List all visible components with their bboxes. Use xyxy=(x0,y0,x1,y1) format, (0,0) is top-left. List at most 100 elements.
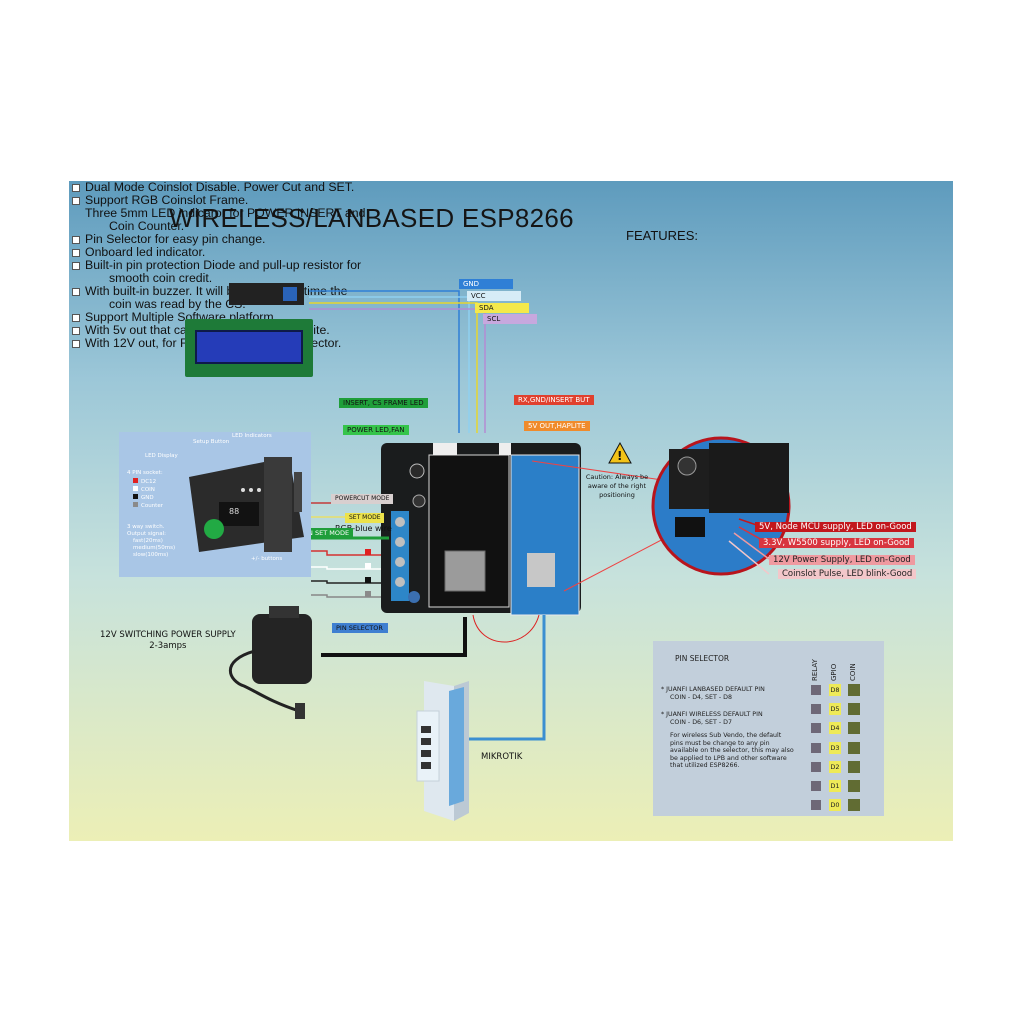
coin-pin-box xyxy=(848,799,860,812)
gpio-pin-label: D8 xyxy=(829,684,841,696)
jst-connector xyxy=(433,443,457,455)
feature-item: Pin Selector for easy pin change. xyxy=(69,233,409,246)
note-lanbased-line2: COIN - D4, SET - D8 xyxy=(670,694,733,701)
coin-pin-box xyxy=(848,703,860,716)
gpio-column-header: GPIO xyxy=(830,663,838,681)
zoom-label-3v3: 3.3V, W5500 supply, LED on-Good xyxy=(759,538,914,548)
relay-pin-box xyxy=(811,704,821,715)
note-lanbased-line1: * JUANFI LANBASED DEFAULT PIN xyxy=(661,686,765,693)
sda-wire xyxy=(309,302,478,433)
jst-connector-2 xyxy=(499,443,511,455)
gpio-pin-label: D2 xyxy=(829,760,841,773)
relay-column-header: RELAY xyxy=(811,659,819,681)
power-supply-line1: 12V SWITCHING POWER SUPPLY xyxy=(100,630,236,640)
pin-selector-jumper xyxy=(408,591,420,603)
note-sub-vendo-line3: available on the selector, this may also xyxy=(670,747,794,754)
esp8266-chip xyxy=(444,550,486,592)
gpio-pin-label: D1 xyxy=(829,780,841,792)
led-display-label: LED Display xyxy=(145,453,178,459)
power-supply-line2: 2-3amps xyxy=(149,641,187,651)
lcd-screen xyxy=(195,330,303,364)
feature-item: Onboard led indicator. xyxy=(69,246,409,259)
plus-minus-buttons-label: +/- buttons xyxy=(251,556,283,562)
zoom-label-5v: 5V, Node MCU supply, LED on-Good xyxy=(755,522,916,532)
feature-item: smooth coin credit. xyxy=(109,271,213,285)
pin-selector-tag: PIN SELECTOR xyxy=(332,623,388,633)
power-led-fan-tag: POWER LED,FAN xyxy=(343,425,409,435)
terminal-block xyxy=(391,511,409,601)
pin-selector-heading: PIN SELECTOR xyxy=(675,654,730,663)
socket-heading: 4 PIN socket: xyxy=(127,470,163,476)
capacitor xyxy=(412,494,426,508)
relay-pin-box xyxy=(811,723,821,734)
setup-button-label: Setup Button xyxy=(193,439,230,445)
gnd-wire xyxy=(309,290,460,433)
gpio-pin-label: D3 xyxy=(829,741,841,754)
gnd-tag: GND xyxy=(459,279,513,289)
features-heading: FEATURES: xyxy=(626,228,698,243)
feature-item: Dual Mode Coinslot Disable. Power Cut an… xyxy=(69,181,409,194)
note-sub-vendo-line2: pins must be change to any pin xyxy=(670,739,770,747)
powercut-mode-tag: POWERCUT MODE xyxy=(331,494,394,504)
socket-pin-counter: Counter xyxy=(133,502,163,510)
relay-pin-box xyxy=(811,781,821,791)
note-wireless-line1: * JUANFI WIRELESS DEFAULT PIN xyxy=(661,711,763,718)
note-sub-vendo-line1: For wireless Sub Vendo, the default xyxy=(670,732,782,739)
feature-item: Coin Counter. xyxy=(109,219,185,233)
coin-pin-box xyxy=(848,741,860,754)
zoom-label-coinslot: Coinslot Pulse, LED blink-Good xyxy=(778,569,917,579)
caution-icon xyxy=(608,441,632,464)
gpio-pin-label: D4 xyxy=(829,722,841,735)
feature-item: Support RGB Coinslot Frame. xyxy=(69,194,409,207)
switch-option-medium: medium(50ms) xyxy=(133,545,176,551)
note-sub-vendo-line5: that utilized ESP8266. xyxy=(670,762,740,769)
socket-pin-coin: COIN xyxy=(133,486,155,494)
switch-option-slow: slow(100ms) xyxy=(133,552,169,558)
socket-pin-dc12: DC12 xyxy=(133,478,156,486)
mikrotik-router xyxy=(416,681,469,821)
insert-cs-frame-led-tag: INSERT, CS FRAME LED xyxy=(339,398,428,408)
scl-tag: SCL xyxy=(483,314,537,324)
vcc-tag: VCC xyxy=(467,291,521,301)
5v-out-haplite-tag: 5V OUT,HAPLITE xyxy=(524,421,590,431)
coin-pin-box xyxy=(848,760,860,773)
power-cable xyxy=(321,617,467,657)
switch-option-fast: fast(20ms) xyxy=(133,538,163,544)
contrast-pot xyxy=(283,287,297,301)
zoom-label-12v: 12V Power Supply, LED on-Good xyxy=(769,555,915,565)
coin-pin-box xyxy=(848,780,860,792)
gpio-pin-label: D0 xyxy=(829,799,841,812)
note-sub-vendo-line4: be applied to LPB and other software xyxy=(670,754,787,762)
coin-pin-box xyxy=(848,684,860,696)
led-display-readout: 88 xyxy=(229,507,240,516)
note-wireless-line2: COIN - D6, SET - D7 xyxy=(670,719,733,726)
wiring-diagram: ! xyxy=(185,283,791,821)
caution-text: Caution: Always be aware of the right po… xyxy=(585,473,649,499)
rgb-blue-wire-tag: RGB-blue wire xyxy=(335,524,392,533)
diagram-poster: WIRELESS/LANBASED ESP8266 FEATURES: Dual… xyxy=(69,181,953,841)
ethernet-port xyxy=(527,553,555,587)
sda-tag: SDA xyxy=(475,303,529,313)
page-title: WIRELESS/LANBASED ESP8266 xyxy=(169,203,574,233)
svg-text:!: ! xyxy=(617,449,622,463)
buzzer xyxy=(409,463,425,479)
mikrotik-label: MIKROTIK xyxy=(481,752,523,762)
lcd-bus-wires xyxy=(309,290,486,433)
switch-heading: 3 way switch. xyxy=(127,524,165,530)
relay-pin-box xyxy=(811,800,821,811)
gpio-pin-label: D5 xyxy=(829,703,841,716)
coin-insert-button xyxy=(204,519,224,539)
feature-item: Three 5mm LED indicaror for POWER,INSERT… xyxy=(85,206,366,220)
pin-selector-panel: PIN SELECTOR RELAY GPIO COIN * JUANFI LA… xyxy=(653,641,884,816)
coin-acceptor-panel: Setup Button LED Indicators LED Display … xyxy=(119,432,311,577)
led-indicators-label: LED Indicators xyxy=(232,433,272,439)
w5500-module xyxy=(510,454,580,616)
rx-gnd-insert-tag: RX,GND/INSERT BUT xyxy=(514,395,594,405)
vcc-wire xyxy=(309,296,470,433)
socket-pin-gnd: GND xyxy=(133,494,154,502)
power-adapter xyxy=(229,606,312,719)
feature-item: coin was read by the CS. xyxy=(109,297,246,311)
ethernet-cable xyxy=(464,615,546,741)
relay-pin-box xyxy=(811,761,821,772)
relay-pin-box xyxy=(811,685,821,695)
